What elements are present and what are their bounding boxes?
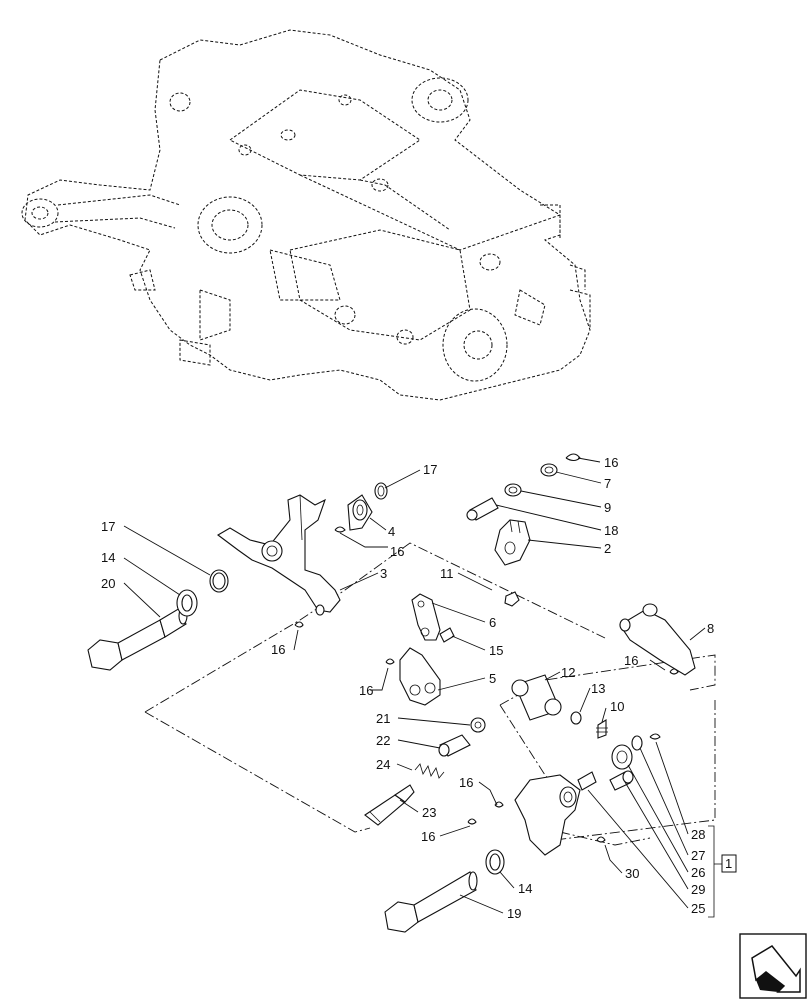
kit-reference-label: 1: [725, 856, 732, 871]
part-13-washer: [570, 711, 582, 725]
part-5-coupling: [399, 647, 441, 706]
callout-16-lower-left: 16: [421, 829, 435, 844]
part-24-spring: [414, 763, 445, 779]
part-14-washer-left: [176, 589, 198, 617]
callout-16-top-right: 16: [604, 455, 618, 470]
part-16-clip-b: [294, 621, 304, 628]
callout-16-below-fork: 16: [271, 642, 285, 657]
part-10-bolt: [596, 719, 608, 739]
part-16-clip-top-right: [565, 453, 581, 462]
part-14-washer-right: [485, 849, 505, 875]
callout-15: 15: [489, 643, 503, 658]
callout-3: 3: [380, 566, 387, 581]
callout-7: 7: [604, 476, 611, 491]
part-21-nut: [470, 717, 486, 733]
callout-27: 27: [691, 848, 705, 863]
part-4-bushing: [347, 494, 373, 531]
next-page-arrow-icon[interactable]: [739, 933, 807, 999]
part-18-pin: [466, 497, 499, 521]
callout-30: 30: [625, 866, 639, 881]
callout-2: 2: [604, 541, 611, 556]
callout-13: 13: [591, 681, 605, 696]
callout-labels: 17 17 4 16 3 14 20 16 16 7 9 18 2 11 6 1…: [101, 455, 714, 921]
part-20-bolt: [87, 607, 188, 671]
part-16-clip-d: [494, 801, 504, 808]
callout-22: 22: [376, 733, 390, 748]
callout-21: 21: [376, 711, 390, 726]
callout-16-near-4: 16: [390, 544, 404, 559]
part-29-pin: [609, 770, 634, 791]
callout-29: 29: [691, 882, 705, 897]
part-16-clip-a: [334, 526, 346, 533]
part-19-bolt: [384, 871, 478, 933]
part-16-clip-c: [385, 658, 395, 665]
part-26-ring: [631, 735, 643, 751]
part-22-stud: [438, 734, 471, 757]
part-23-plunger: [364, 784, 415, 826]
part-17-circlip-top: [374, 482, 388, 500]
callout-5: 5: [489, 671, 496, 686]
part-11-nut: [504, 591, 520, 607]
part-30-clip: [596, 836, 606, 843]
callout-17-top: 17: [423, 462, 437, 477]
callout-24: 24: [376, 757, 390, 772]
callout-10: 10: [610, 699, 624, 714]
callout-20: 20: [101, 576, 115, 591]
callout-11: 11: [440, 566, 454, 581]
callout-23: 23: [422, 805, 436, 820]
callout-16-near-fork-right: 16: [459, 775, 473, 790]
part-6-lever: [411, 593, 441, 641]
part-8-bracket: [619, 603, 696, 676]
callout-17-left: 17: [101, 519, 115, 534]
callout-16-near-5: 16: [359, 683, 373, 698]
callout-9: 9: [604, 500, 611, 515]
callout-4: 4: [388, 524, 395, 539]
transmission-housing-ghost: [21, 29, 591, 401]
callout-12: 12: [561, 665, 575, 680]
kit-reference-box: 1: [721, 854, 737, 873]
callout-26: 26: [691, 865, 705, 880]
part-2-block: [494, 519, 531, 566]
lower-shift-fork: [514, 771, 597, 856]
part-9-sleeve: [504, 483, 522, 497]
part-27-roller: [611, 744, 633, 770]
callout-19: 19: [507, 906, 521, 921]
callout-25: 25: [691, 901, 705, 916]
callout-16-near-8: 16: [624, 653, 638, 668]
part-12-piston: [511, 674, 562, 721]
callout-6: 6: [489, 615, 496, 630]
callout-8: 8: [707, 621, 714, 636]
callout-18: 18: [604, 523, 618, 538]
part-3-shift-fork: [217, 494, 341, 616]
callout-28: 28: [691, 827, 705, 842]
part-16-clip-e: [467, 818, 477, 825]
part-17-circlip-left: [209, 569, 229, 593]
part-7-ring: [540, 463, 558, 477]
part-28-clip: [649, 733, 661, 740]
part-15-pin: [439, 627, 455, 643]
leader-lines: [123, 457, 722, 918]
callout-14-right: 14: [518, 881, 532, 896]
callout-14-left: 14: [101, 550, 115, 565]
